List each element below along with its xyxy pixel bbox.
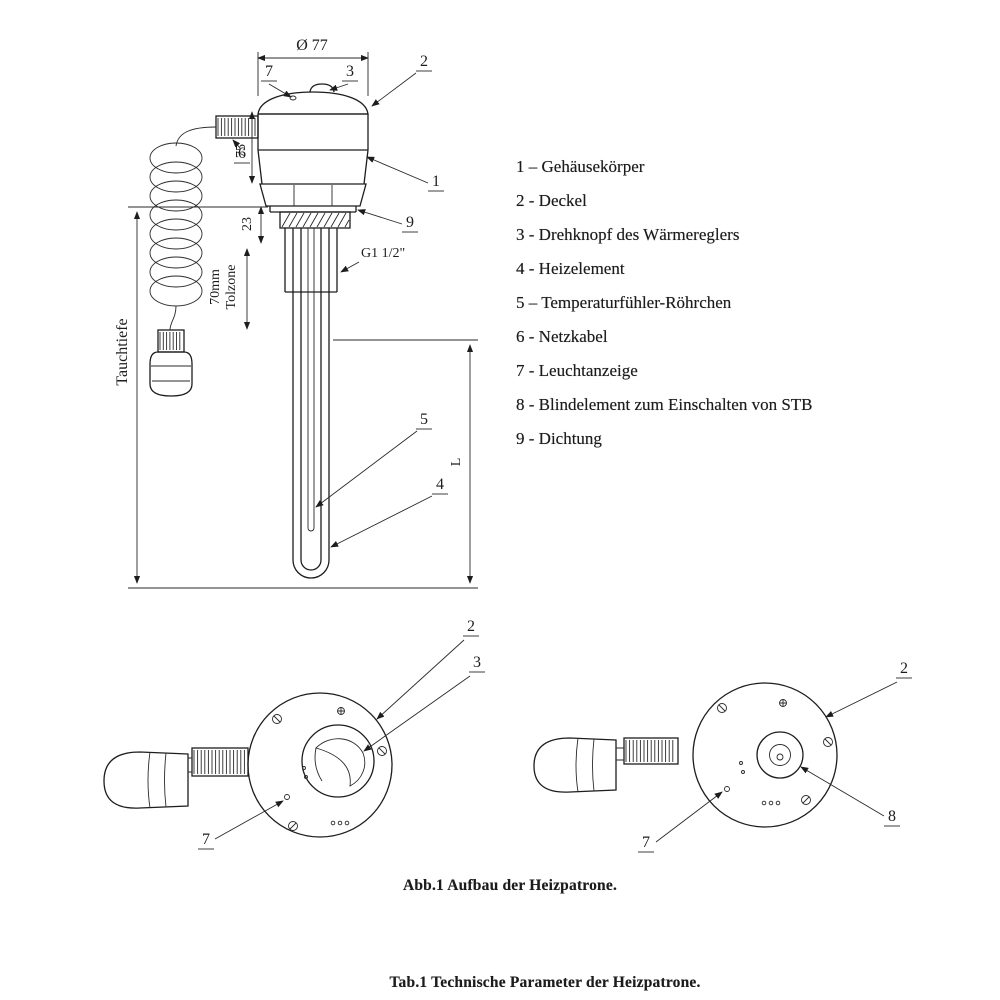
callout-7: 7 (202, 831, 210, 848)
housing-body (257, 113, 369, 185)
knob-pointer (315, 738, 366, 787)
thermostat-knob (301, 724, 375, 798)
legend-item-1: 1 – Gehäusekörper (516, 157, 645, 176)
legend-item-9: 9 - Dichtung (516, 429, 602, 448)
pipe-nipple (284, 228, 338, 293)
thread-label: G1 1/2" (340, 246, 405, 273)
legend-item-3: 3 - Drehknopf des Wärmereglers (516, 225, 740, 244)
cable-gland-right-view (623, 737, 679, 765)
table-caption: Tab.1 Technische Parameter der Heizpatro… (389, 974, 701, 991)
callouts-blind-view: 2 8 7 (638, 660, 912, 853)
callout-3: 3 (473, 654, 481, 671)
face-screws-right-view (717, 699, 833, 805)
callout-2: 2 (467, 618, 475, 635)
main-assembly-view: Ø 77 75 23 70mm Tolzone Tauchtiefe (114, 37, 478, 589)
plug-left-view (103, 751, 192, 809)
heating-element-tubes (292, 228, 330, 579)
gasket (269, 206, 357, 213)
callout-6: 6 (238, 145, 246, 162)
callouts-knob-view: 2 3 7 (198, 618, 485, 850)
temperature-sensor-tube (307, 228, 315, 532)
dimension-75: 75 (234, 111, 256, 184)
callout-1: 1 (432, 173, 440, 190)
dimension-diameter: Ø 77 (257, 37, 369, 96)
dim-tauchtiefe-label: Tauchtiefe (114, 318, 131, 385)
dim-thread-label: G1 1/2" (361, 246, 405, 261)
face-marks-right-view (724, 761, 781, 806)
legend-item-2: 2 - Deckel (516, 191, 587, 210)
callout-7: 7 (642, 834, 650, 851)
hex-nut (259, 183, 367, 207)
front-view-blind: 2 8 7 (533, 660, 912, 853)
indicator-led (289, 95, 297, 101)
dimension-tauchtiefe: Tauchtiefe (114, 206, 478, 589)
dim-75-label: 75 (234, 144, 249, 158)
callout-9: 9 (406, 214, 414, 231)
figure-caption: Abb.1 Aufbau der Heizpatrone. (402, 877, 618, 894)
front-view-knob: 2 3 7 (103, 618, 485, 850)
callout-2: 2 (900, 660, 908, 677)
callout-2: 2 (420, 53, 428, 70)
dimension-length-l: L (333, 339, 478, 584)
face-screws-left-view (272, 707, 387, 831)
legend-item-8: 8 - Blindelement zum Einschalten von STB (516, 395, 813, 414)
mains-plug (149, 329, 193, 397)
dim-23-label: 23 (240, 217, 255, 231)
legend-item-7: 7 - Leuchtanzeige (516, 361, 638, 380)
callout-5: 5 (420, 411, 428, 428)
coiled-cable (149, 126, 217, 331)
callout-4: 4 (436, 476, 444, 493)
legend-item-6: 6 - Netzkabel (516, 327, 608, 346)
housing-cap (257, 83, 369, 115)
led-dot (284, 794, 290, 800)
dim-tolzone-label: Tolzone (224, 265, 239, 310)
dim-length-label: L (449, 458, 464, 467)
callout-7: 7 (265, 63, 273, 80)
callout-3: 3 (346, 63, 354, 80)
plug-right-view (533, 737, 624, 793)
legend-item-4: 4 - Heizelement (516, 259, 625, 278)
led-dot (724, 786, 730, 792)
legend: 1 – Gehäusekörper 2 - Deckel 3 - Drehkno… (516, 156, 813, 449)
legend-item-5: 5 – Temperaturfühler-Röhrchen (516, 293, 732, 312)
dim-diameter-label: Ø 77 (296, 37, 328, 54)
threaded-collar (279, 211, 351, 229)
dim-tolzone-value: 70mm (208, 269, 223, 305)
dimension-23: 23 (240, 206, 265, 244)
callouts-main: 7 3 2 6 1 9 5 4 (232, 53, 448, 548)
blind-element (756, 731, 804, 779)
cable-gland-left-view (191, 747, 249, 777)
dimension-tolzone: 70mm Tolzone (208, 248, 251, 330)
face-marks-left-view (284, 766, 350, 826)
callout-8: 8 (888, 808, 896, 825)
